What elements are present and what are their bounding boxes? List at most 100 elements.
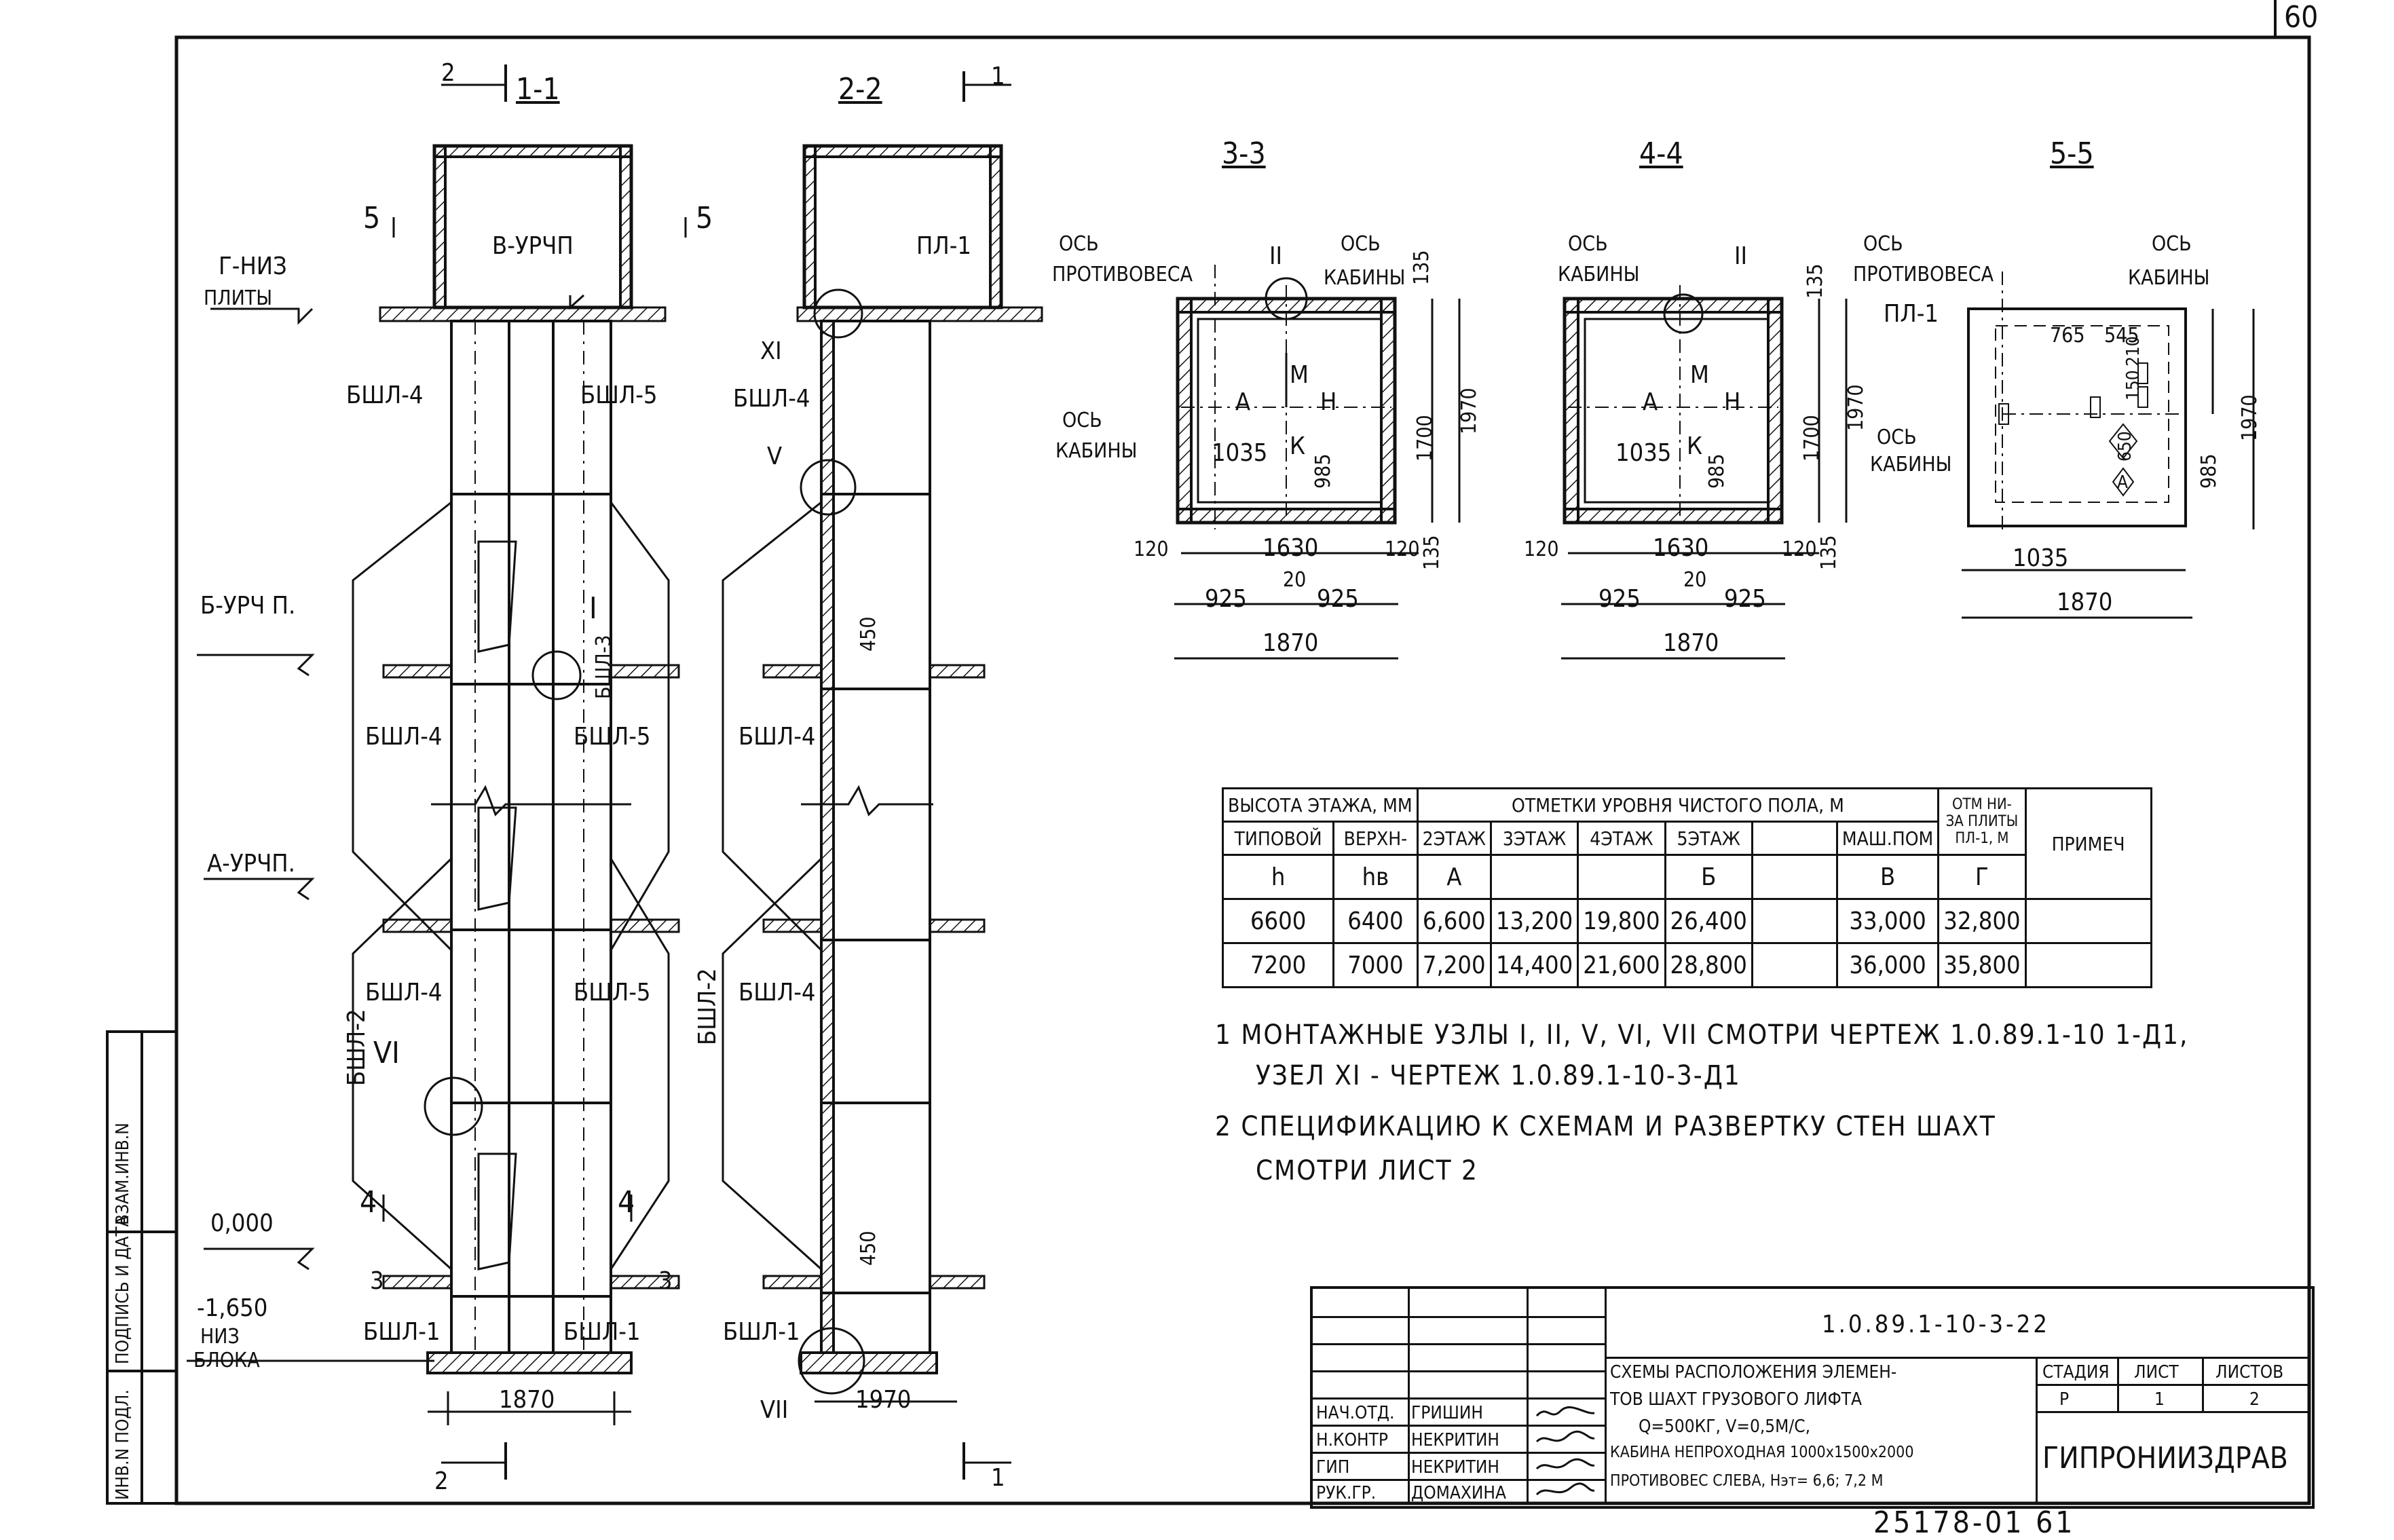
table-row: 7200 7000 7,200 14,400 21,600 28,800 36,… — [1221, 942, 2152, 988]
name-3: НЕКРИТИН — [1411, 1457, 1499, 1478]
s5-os-kab-left-label: КАБИНЫ — [1870, 453, 1952, 476]
cell — [2024, 942, 2152, 988]
block-bsha-4-a: БШЛ-4 — [346, 381, 424, 409]
title-line-5: ПРОТИВОВЕС СЛЕВА, Нэт= 6,6; 7,2 М — [1610, 1472, 1884, 1490]
sheet-number: 60 — [2284, 0, 2319, 35]
s3-dim-985: 985 — [1311, 453, 1335, 489]
label-pl-1: ПЛ-1 — [916, 232, 972, 260]
s5-dim-650: 650 — [2115, 431, 2135, 462]
floor-levels-table: ВЫСОТА ЭТАЖА, ММ ОТМЕТКИ УРОВНЯ ЧИСТОГО … — [1221, 787, 2152, 988]
level-v-urchp: В-УРЧП — [492, 232, 574, 260]
th-floor-marks: ОТМЕТКИ УРОВНЯ ЧИСТОГО ПОЛА, М — [1416, 787, 1940, 823]
s3-dim-925-right: 925 — [1317, 585, 1359, 613]
th-floor-height: ВЫСОТА ЭТАЖА, ММ — [1222, 787, 1419, 823]
side-stamp-sign: ПОДПИСЬ И ДАТА — [113, 1216, 133, 1364]
s3-dim-1630: 1630 — [1263, 534, 1319, 562]
cell: 28,800 — [1664, 942, 1753, 988]
s4-dim-135: 135 — [1803, 263, 1827, 299]
s5-dim-1035: 1035 — [2013, 544, 2069, 572]
node-XI: XI — [760, 337, 782, 365]
block-bsha-4-s2a: БШЛ-4 — [733, 385, 810, 413]
block-bsha-5-c: БШЛ-5 — [574, 979, 651, 1007]
level-bloka: БЛОКА — [193, 1349, 260, 1372]
s4-dim-1035: 1035 — [1615, 439, 1672, 467]
s5-dim-210: 210 — [2123, 336, 2144, 367]
signatures — [1535, 1406, 1595, 1496]
cell — [2024, 898, 2152, 944]
archive-code: 25178-01 61 — [1873, 1505, 2076, 1540]
cut-marker-5-left: 5 — [363, 201, 381, 236]
name-2: НЕКРИТИН — [1411, 1430, 1499, 1450]
level-g-niz: Г-НИЗ — [219, 252, 287, 280]
s4-os-kab: ОСЬ — [1568, 232, 1608, 256]
name-4: ДОМАХИНА — [1411, 1483, 1506, 1503]
s4-dim-120-right: 120 — [1782, 538, 1817, 561]
section-5-5-drawing — [1962, 271, 2255, 619]
s3-dim-1035: 1035 — [1212, 439, 1268, 467]
s4-dim-1630: 1630 — [1653, 534, 1709, 562]
level-niz: НИЗ — [200, 1325, 240, 1349]
s3-dim-20: 20 — [1283, 568, 1307, 592]
cut-marker-1-top: 1 — [991, 62, 1005, 90]
cut-marker-1-bottom: 1 — [991, 1464, 1005, 1492]
sym-h: h — [1221, 854, 1335, 900]
cut-marker-3-right: 3 — [658, 1267, 673, 1295]
cut-marker-4-left: 4 — [360, 1185, 377, 1220]
s4-dim-1970: 1970 — [1844, 384, 1868, 431]
block-bsha-4-s2b: БШЛ-4 — [738, 723, 816, 751]
section-2-2-title: 2-2 — [838, 72, 882, 107]
s4-dim-120-left: 120 — [1524, 538, 1559, 561]
sheet-frame — [174, 35, 2311, 1505]
s3-os-prot-label: ПРОТИВОВЕСА — [1052, 263, 1193, 286]
s4-letter-M: М — [1690, 361, 1709, 389]
cell: 32,800 — [1937, 898, 2027, 944]
th-col-4floor: 4ЭТАЖ — [1577, 821, 1666, 856]
section-4-4-drawing — [1561, 285, 1848, 660]
section-1-1-title: 1-1 — [516, 72, 560, 107]
sym-v: В — [1835, 854, 1940, 900]
level-zero: 0,000 — [210, 1209, 274, 1237]
dim-450-bottom: 450 — [857, 1231, 880, 1266]
s3-dim-135: 135 — [1410, 250, 1434, 285]
table-row: 6600 6400 6,600 13,200 19,800 26,400 33,… — [1221, 898, 2152, 944]
s5-os-kab-left: ОСЬ — [1877, 426, 1917, 449]
s5-os-prot-label: ПРОТИВОВЕСА — [1853, 263, 1994, 286]
s3-letter-M: М — [1290, 361, 1309, 389]
node-I: I — [589, 591, 597, 626]
s5-dim-765: 765 — [2050, 324, 2085, 348]
cell: 7200 — [1221, 942, 1335, 988]
sym-empty — [1751, 854, 1838, 900]
level-a-urchp: А-УРЧП. — [207, 850, 295, 878]
sym-4 — [1577, 854, 1666, 900]
th-col-5floor: 5ЭТАЖ — [1664, 821, 1753, 856]
s3-dim-120-left: 120 — [1134, 538, 1169, 561]
section-2-2-drawing — [722, 71, 1043, 1480]
note-1-cont: УЗЕЛ XI - ЧЕРТЕЖ 1.0.89.1-10-3-Д1 — [1256, 1060, 1741, 1091]
block-bsha-2-s2: БШЛ-2 — [694, 968, 722, 1045]
s4-letter-H: Н — [1724, 388, 1741, 416]
s4-dim-135-bottom: 135 — [1817, 535, 1841, 570]
s3-dim-925-left: 925 — [1205, 585, 1247, 613]
name-1: ГРИШИН — [1411, 1403, 1483, 1423]
level-g-niz-plity: ПЛИТЫ — [204, 286, 273, 310]
block-bsha-1-s2: БШЛ-1 — [723, 1318, 800, 1346]
s3-os-kab: ОСЬ — [1341, 232, 1381, 256]
cell: 13,200 — [1489, 898, 1579, 944]
block-bsha-3: БШЛ-3 — [592, 635, 616, 699]
node-V: V — [767, 443, 783, 470]
cell — [1751, 942, 1838, 988]
note-1: 1 МОНТАЖНЫЕ УЗЛЫ I, II, V, VI, VII СМОТР… — [1215, 1019, 2189, 1051]
s5-dim-1870: 1870 — [2057, 588, 2113, 616]
title-line-1: СХЕМЫ РАСПОЛОЖЕНИЯ ЭЛЕМЕН- — [1610, 1362, 1897, 1383]
note-2-cont: СМОТРИ ЛИСТ 2 — [1256, 1155, 1478, 1186]
block-bsha-4-c: БШЛ-4 — [365, 979, 443, 1007]
s5-dim-545: 545 — [2104, 324, 2139, 348]
s3-dim-135-bottom: 135 — [1420, 535, 1444, 570]
cut-marker-2-bottom: 2 — [434, 1467, 449, 1495]
dim-450-top: 450 — [857, 616, 880, 652]
doc-code: 1.0.89.1-10-3-22 — [1822, 1311, 2050, 1338]
level-b-urchp: Б-УРЧ П. — [200, 592, 296, 620]
note-2: 2 СПЕЦИФИКАЦИЮ К СХЕМАМ И РАЗВЕРТКУ СТЕН… — [1215, 1111, 1996, 1142]
s5-os-prot: ОСЬ — [1863, 232, 1903, 256]
